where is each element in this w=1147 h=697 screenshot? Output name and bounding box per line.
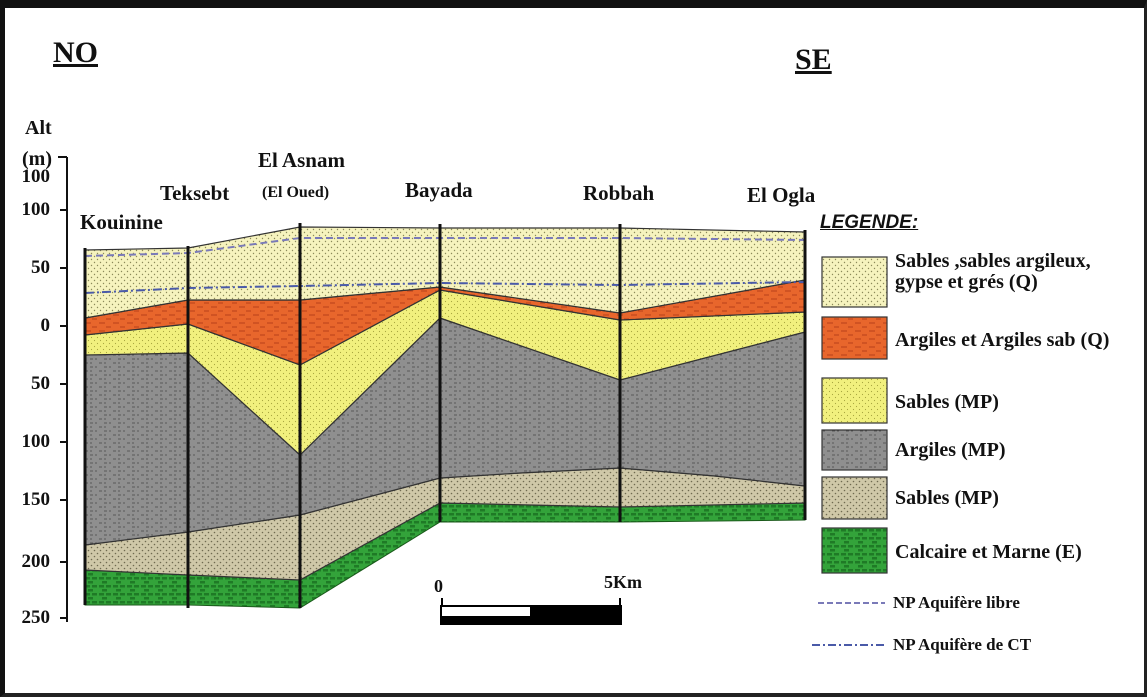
- legend-swatch-sables-q: [821, 256, 888, 308]
- tick-label: 50: [31, 373, 50, 394]
- tick-label: 100: [21, 166, 51, 187]
- legend-label-sables-mp-deep: Sables (MP): [895, 487, 999, 509]
- legend-title: LEGENDE:: [820, 212, 919, 233]
- legend-swatch-sables-mp: [821, 377, 888, 424]
- scale-start-label: 0: [434, 576, 443, 596]
- locality-el-ogla-label: El Ogla: [747, 183, 816, 207]
- altitude-axis: [58, 156, 68, 622]
- tick-label: 100: [21, 431, 51, 452]
- locality-el-asnam-label: El Asnam: [258, 148, 345, 172]
- altitude-axis-label-line2: (m): [22, 148, 52, 170]
- tick-label: 150: [21, 489, 51, 510]
- legend-label-aquifere-ct: NP Aquifère de CT: [893, 635, 1032, 654]
- locality-robbah-label: Robbah: [583, 181, 655, 205]
- tick-label: 250: [21, 607, 51, 628]
- legend-label-sables-mp: Sables (MP): [895, 391, 999, 413]
- legend-label-argiles-mp: Argiles (MP): [895, 439, 1006, 461]
- tick-label: 200: [21, 551, 51, 572]
- water-table-ct-line: [84, 281, 806, 294]
- boreholes: [83, 223, 807, 608]
- tick-label: 100: [21, 199, 51, 220]
- direction-west-label: NO: [53, 36, 98, 69]
- legend-label-sables-q: Sables ,sables argileux, gypse et grés (…: [895, 250, 1091, 293]
- scale-bar: [440, 598, 622, 625]
- locality-el-oued-label: (El Oued): [262, 184, 330, 201]
- legend-swatch-calcaire-marne: [821, 527, 888, 574]
- legend-swatches: [821, 256, 888, 574]
- legend-label-argiles-q: Argiles et Argiles sab (Q): [895, 329, 1110, 351]
- legend-label-calcaire-marne: Calcaire et Marne (E): [895, 541, 1082, 563]
- legend-swatch-argiles-mp: [821, 429, 888, 471]
- direction-east-label: SE: [795, 43, 832, 76]
- altitude-axis-label-line1: Alt: [25, 117, 52, 139]
- tick-label: 50: [31, 257, 50, 278]
- tick-label: 0: [40, 315, 51, 336]
- scale-end-label: 5Km: [604, 572, 642, 592]
- locality-bayada-label: Bayada: [405, 178, 473, 202]
- legend-swatch-argiles-q: [821, 316, 888, 360]
- locality-kouinine-label: Kouinine: [80, 210, 163, 234]
- locality-teksebt-label: Teksebt: [160, 181, 230, 205]
- legend-swatch-sables-mp-deep: [821, 476, 888, 520]
- water-table-free-line: [84, 237, 806, 257]
- legend-label-aquifere-libre: NP Aquifère libre: [893, 593, 1020, 612]
